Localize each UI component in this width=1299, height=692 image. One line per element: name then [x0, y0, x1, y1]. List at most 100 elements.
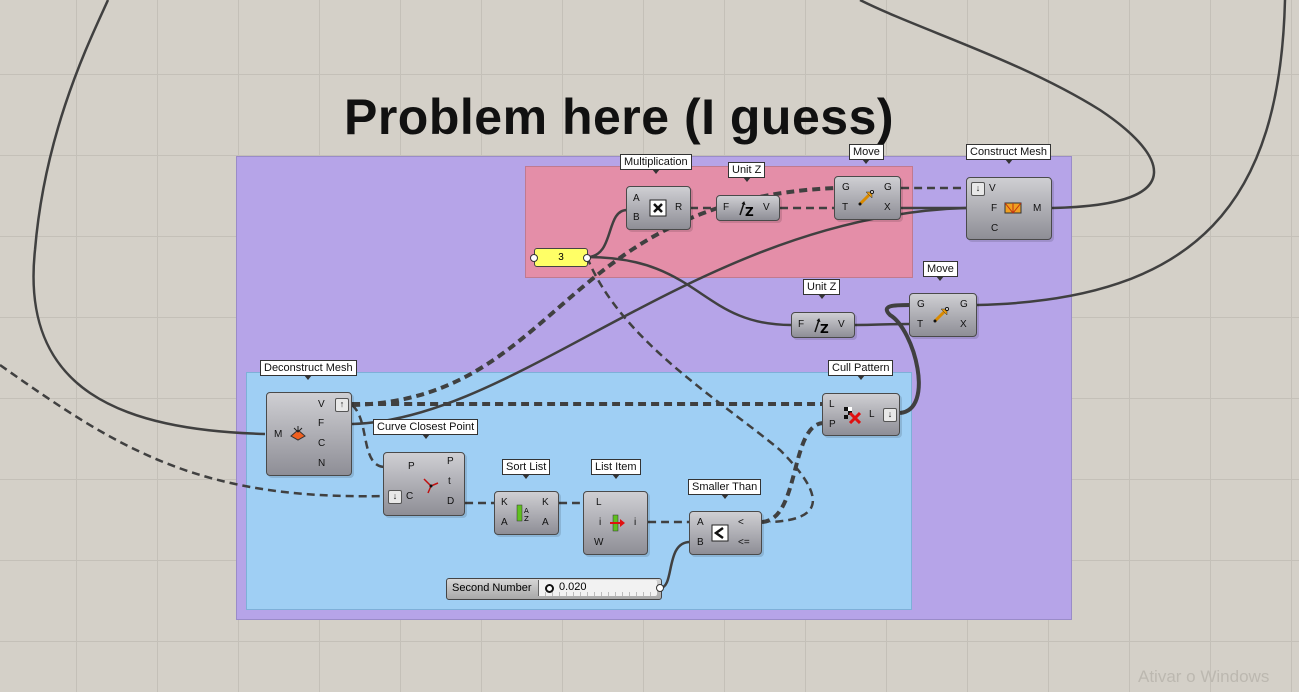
slider-output-grip-right[interactable]	[583, 254, 591, 262]
wire-smaller-cull	[761, 421, 824, 524]
list-input-l[interactable]: L	[596, 497, 602, 508]
unit-z-mid-component[interactable]: F V Z	[791, 312, 855, 338]
deconstruct-output-c[interactable]: C	[318, 438, 326, 449]
smaller-input-b[interactable]: B	[697, 537, 704, 548]
construct-input-c[interactable]: C	[991, 223, 999, 234]
move-mid-input-t[interactable]: T	[917, 319, 924, 330]
cull-pattern-icon	[844, 407, 861, 424]
slider-output-grip[interactable]	[530, 254, 538, 262]
sort-output-k[interactable]: K	[542, 497, 549, 508]
mult-output-r[interactable]: R	[675, 202, 683, 213]
smaller-than-component[interactable]: A B < <=	[689, 511, 762, 555]
mesh-icon	[1004, 202, 1022, 214]
unitz-mid-input-f[interactable]: F	[798, 319, 805, 330]
cull-pattern-label: Cull Pattern	[828, 360, 894, 380]
second-number-slider[interactable]: Second Number 0.020	[446, 578, 662, 600]
multiplication-component[interactable]: A B R	[626, 186, 691, 230]
deconstruct-output-f[interactable]: F	[318, 418, 325, 429]
flatten-icon[interactable]: ↓	[971, 182, 985, 196]
smaller-input-a[interactable]: A	[697, 517, 704, 528]
second-number-output-grip[interactable]	[656, 584, 664, 592]
list-input-w[interactable]: W	[594, 537, 604, 548]
move-top-input-t[interactable]: T	[842, 202, 849, 213]
curve-closest-point-component[interactable]: P C ↓ P t D	[383, 452, 465, 516]
list-input-i[interactable]: i	[599, 517, 602, 528]
second-number-value: 0.020	[559, 581, 587, 593]
cull-input-p[interactable]: P	[829, 419, 836, 430]
closest-point-icon	[423, 478, 439, 494]
construct-mesh-component[interactable]: ↓ V F C M	[966, 177, 1052, 240]
wire-face-to-construct	[351, 206, 967, 426]
list-item-label: List Item	[591, 459, 641, 479]
move-top-component[interactable]: G T G X	[834, 176, 901, 220]
move-mid-component[interactable]: G T G X	[909, 293, 977, 337]
mult-input-b[interactable]: B	[633, 212, 640, 223]
multiplication-label: Multiplication	[620, 154, 692, 174]
ccp-output-p[interactable]: P	[447, 456, 454, 467]
move-top-input-g[interactable]: G	[842, 182, 850, 193]
sort-output-a[interactable]: A	[542, 517, 549, 528]
ccp-input-c[interactable]: C	[406, 491, 414, 502]
deconstruct-input-m[interactable]: M	[274, 429, 283, 440]
construct-input-v[interactable]: V	[989, 183, 996, 194]
wire-vertices-up	[351, 186, 836, 407]
move-mid-output-x[interactable]: X	[960, 319, 967, 330]
smaller-output-lte[interactable]: <=	[738, 537, 750, 548]
deconstruct-output-n[interactable]: N	[318, 458, 326, 469]
move-mid-output-g[interactable]: G	[960, 299, 968, 310]
ccp-output-d[interactable]: D	[447, 496, 455, 507]
move-top-output-x[interactable]: X	[884, 202, 891, 213]
list-output-i[interactable]: i	[634, 517, 637, 528]
unitz-top-output-v[interactable]: V	[763, 202, 770, 213]
wire-construct-mesh-out	[859, 0, 1156, 210]
construct-input-f[interactable]: F	[991, 203, 998, 214]
sort-input-k[interactable]: K	[501, 497, 508, 508]
move-mid-input-g[interactable]: G	[917, 299, 925, 310]
ccp-output-t[interactable]: t	[448, 476, 451, 487]
wire-dashed-left	[0, 363, 385, 498]
move-top-output-g[interactable]: G	[884, 182, 892, 193]
second-number-label: Second Number	[452, 582, 532, 594]
unit-z-mid-label: Unit Z	[803, 279, 841, 299]
construct-mesh-label: Construct Mesh	[966, 144, 1052, 164]
wire-cull-to-move	[884, 303, 921, 415]
sort-input-a[interactable]: A	[501, 517, 508, 528]
list-item-component[interactable]: L i W i	[583, 491, 648, 555]
graft-icon[interactable]: ↑	[335, 398, 349, 412]
cull-pattern-component[interactable]: L P L ↓	[822, 393, 900, 436]
flatten-icon[interactable]: ↓	[388, 490, 402, 504]
construct-output-m[interactable]: M	[1033, 203, 1042, 214]
number-slider[interactable]: 3	[534, 248, 588, 267]
wire-second-to-smaller	[659, 540, 691, 590]
svg-text:Z: Z	[820, 322, 829, 335]
wire-unitz-to-move	[854, 322, 911, 327]
smaller-than-label: Smaller Than	[688, 479, 762, 499]
smaller-output-lt[interactable]: <	[738, 517, 744, 528]
wire-slider-to-mult	[586, 208, 628, 259]
unit-z-top-component[interactable]: F V Z	[716, 195, 780, 221]
group-blue[interactable]	[246, 372, 912, 610]
ccp-input-p[interactable]: P	[408, 461, 415, 472]
slider-grip-icon[interactable]	[545, 584, 554, 593]
canvas-title: Problem here (I guess)	[344, 89, 895, 145]
unitz-top-input-f[interactable]: F	[723, 202, 730, 213]
list-item-icon	[610, 514, 625, 532]
mult-input-a[interactable]: A	[633, 193, 640, 204]
activation-watermark: Ativar o Windows	[1138, 667, 1270, 686]
flatten-icon[interactable]: ↓	[883, 408, 897, 422]
sort-list-label: Sort List	[502, 459, 551, 479]
move-top-label: Move	[849, 144, 884, 164]
move-arrow-icon	[858, 190, 874, 206]
unitz-mid-output-v[interactable]: V	[838, 319, 845, 330]
deconstruct-output-v[interactable]: V	[318, 399, 325, 410]
deconstruct-mesh-component[interactable]: M V F C N ↑	[266, 392, 352, 476]
second-number-track[interactable]: 0.020	[538, 580, 657, 596]
unit-z-icon: Z	[739, 201, 754, 218]
cull-output-l[interactable]: L	[869, 409, 875, 420]
unit-z-top-label: Unit Z	[728, 162, 766, 182]
cull-input-l[interactable]: L	[829, 399, 835, 410]
wire-move-mid-out	[976, 0, 1287, 307]
svg-text:Z: Z	[745, 205, 754, 218]
